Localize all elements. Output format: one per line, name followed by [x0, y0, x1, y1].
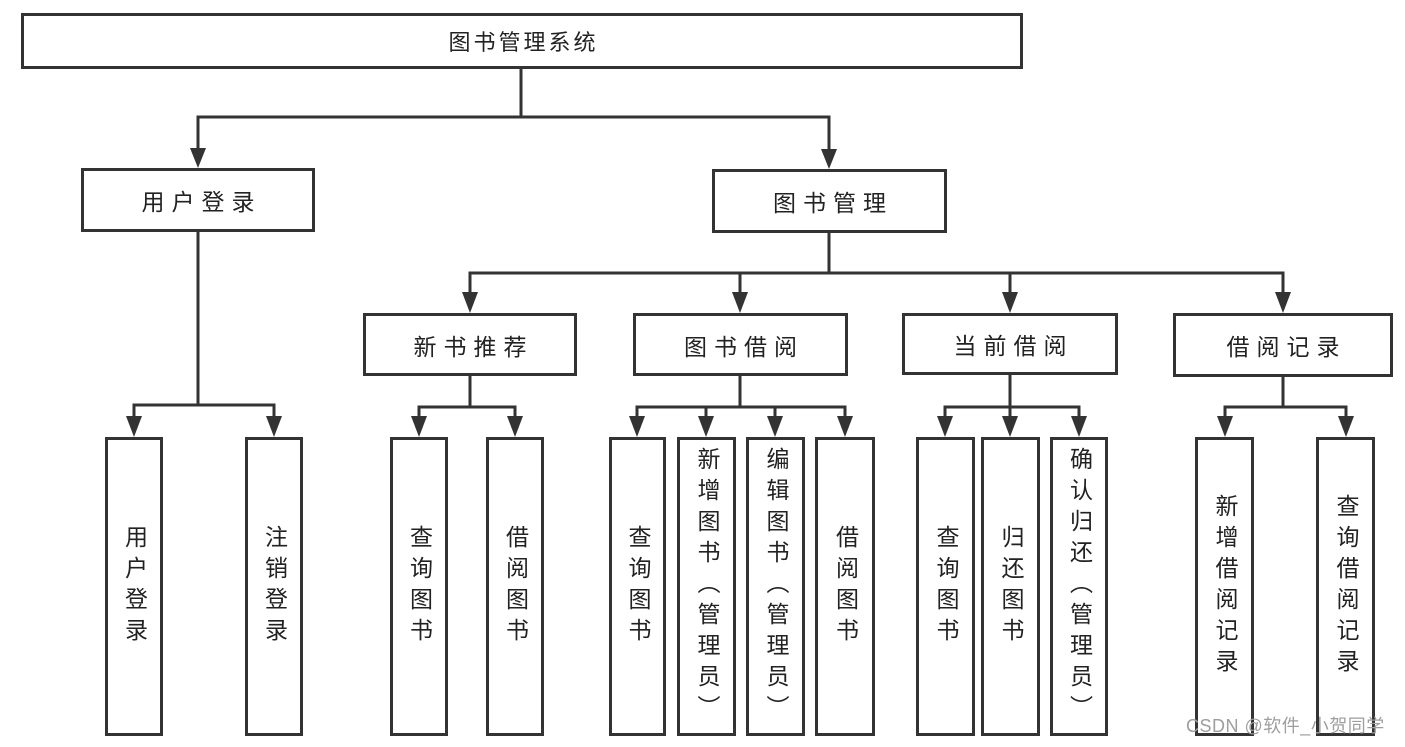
arrowhead — [1002, 292, 1018, 313]
leaf-current-confirm-return-admin-label: 确认归还（管理员） — [1066, 447, 1093, 726]
node-user-login-label: 用户登录 — [141, 189, 262, 215]
node-borrowing-records-label: 借阅记录 — [1226, 334, 1347, 360]
arrowhead — [462, 292, 478, 313]
connector-new-book-recommend-to-leaves — [411, 374, 523, 437]
connector-root-to-level1 — [190, 68, 837, 169]
leaf-current-confirm-return-admin: 确认归还（管理员） — [1050, 437, 1108, 736]
arrowhead — [1071, 416, 1087, 437]
arrowhead — [937, 416, 953, 437]
arrowhead — [1338, 416, 1354, 437]
connector-current-borrowing-to-leaves — [937, 373, 1087, 437]
leaf-logout: 注销登录 — [245, 437, 303, 736]
arrowhead — [411, 416, 427, 437]
node-root: 图书管理系统 — [21, 13, 1023, 69]
node-book-borrowing-label: 图书借阅 — [684, 333, 804, 360]
connector-book-borrowing-to-leaves — [629, 374, 853, 437]
leaf-recommend-borrow-books-label: 借阅图书 — [502, 524, 529, 649]
leaf-user-login: 用户登录 — [105, 437, 163, 736]
leaf-current-query-books: 查询图书 — [916, 437, 975, 736]
connector-book-management-to-level2 — [462, 231, 1291, 313]
leaf-recommend-borrow-books: 借阅图书 — [486, 437, 544, 736]
leaf-borrowing-query-books-label: 查询图书 — [625, 524, 651, 649]
leaf-records-add-record-label: 新增借阅记录 — [1212, 493, 1238, 680]
leaf-borrowing-add-books-admin-label: 新增图书（管理员） — [694, 447, 720, 726]
node-new-book-recommend: 新书推荐 — [363, 313, 577, 376]
connector-borrowing-records-to-leaves — [1217, 375, 1354, 437]
leaf-borrowing-borrow-books-label: 借阅图书 — [832, 524, 859, 649]
leaf-records-query-record: 查询借阅记录 — [1316, 437, 1375, 736]
leaf-current-return-books-label: 归还图书 — [998, 524, 1024, 649]
arrowhead — [837, 416, 853, 437]
leaf-records-query-record-label: 查询借阅记录 — [1333, 493, 1359, 680]
leaf-borrowing-add-books-admin: 新增图书（管理员） — [677, 437, 736, 736]
watermark: CSDN @软件_小贺同学 — [1186, 716, 1385, 736]
leaf-logout-label: 注销登录 — [261, 524, 288, 649]
node-borrowing-records: 借阅记录 — [1173, 313, 1393, 377]
leaf-borrowing-borrow-books: 借阅图书 — [815, 437, 875, 736]
leaf-recommend-query-books-label: 查询图书 — [406, 524, 433, 649]
node-current-borrowing: 当前借阅 — [902, 313, 1118, 375]
arrowhead — [629, 416, 645, 437]
node-current-borrowing-label: 当前借阅 — [953, 333, 1074, 359]
arrowhead — [507, 416, 523, 437]
arrowhead — [266, 416, 282, 437]
node-new-book-recommend-label: 新书推荐 — [413, 333, 534, 360]
leaf-current-return-books: 归还图书 — [981, 437, 1040, 736]
leaf-borrowing-edit-books-admin: 编辑图书（管理员） — [746, 437, 805, 736]
arrowhead — [1002, 416, 1018, 437]
leaf-records-add-record: 新增借阅记录 — [1195, 437, 1254, 736]
node-book-borrowing: 图书借阅 — [633, 313, 848, 376]
node-book-management: 图书管理 — [712, 169, 947, 233]
node-root-label: 图书管理系统 — [448, 30, 599, 55]
node-user-login: 用户登录 — [81, 168, 315, 232]
node-book-management-label: 图书管理 — [773, 190, 893, 216]
leaf-recommend-query-books: 查询图书 — [390, 437, 448, 736]
arrowhead — [698, 416, 714, 437]
arrowhead — [1217, 416, 1233, 437]
arrowhead — [1275, 292, 1291, 313]
arrowhead — [190, 148, 206, 168]
arrowhead — [767, 416, 783, 437]
leaf-borrowing-edit-books-admin-label: 编辑图书（管理员） — [763, 447, 789, 726]
leaf-borrowing-query-books: 查询图书 — [609, 437, 666, 736]
leaf-user-login-label: 用户登录 — [121, 524, 148, 649]
arrowhead — [732, 292, 748, 313]
arrowhead — [126, 416, 142, 437]
leaf-current-query-books-label: 查询图书 — [933, 524, 959, 649]
arrowhead — [821, 149, 837, 169]
connector-user-login-to-leaves — [126, 230, 282, 437]
